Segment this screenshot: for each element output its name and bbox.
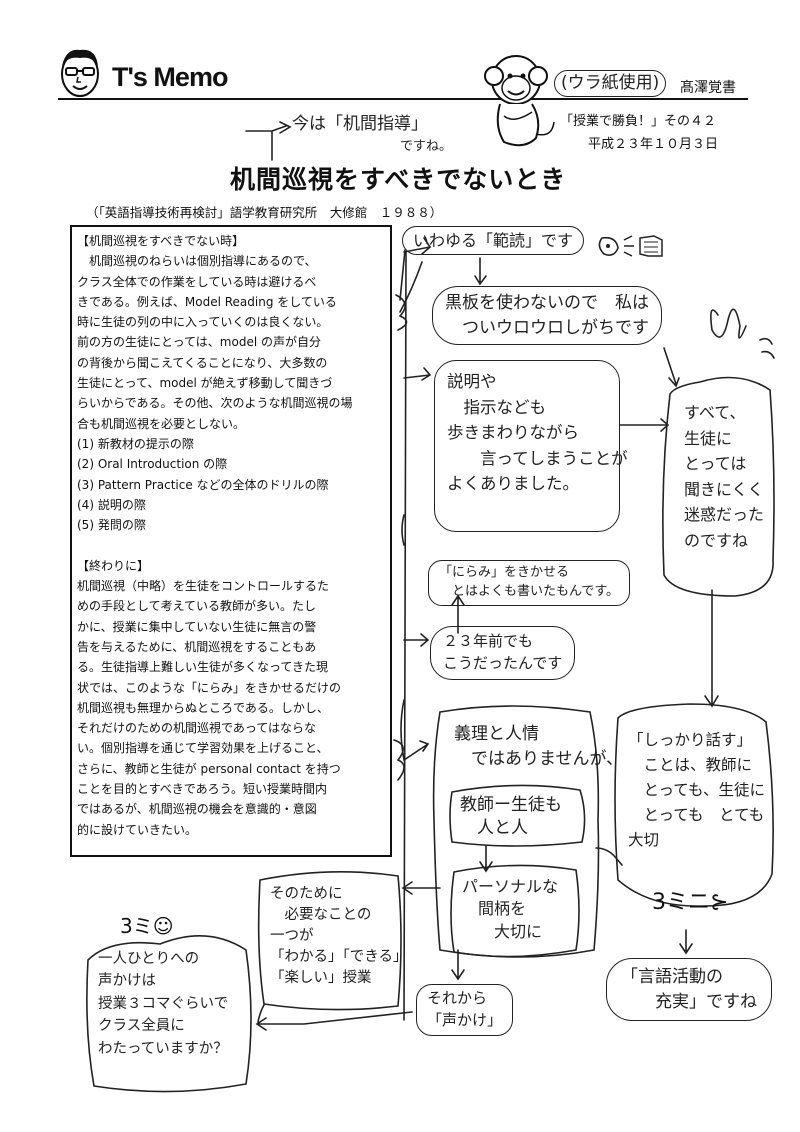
body-line: それだけのための机間巡視であってはならな bbox=[77, 721, 317, 736]
source-citation: （「英語指導技術再検討」語学教育研究所 大修館 １９８８） bbox=[86, 205, 443, 220]
list-item: (3) Pattern Practice などの全体のドリルの際 bbox=[77, 477, 329, 492]
page-title: 机間巡視をすべきでないとき bbox=[230, 165, 567, 194]
section-heading: 【終わりに】 bbox=[77, 558, 150, 573]
speaker-doodle-icon bbox=[594, 228, 668, 262]
note-hanasu: 「しっかり話す」 ことは、教師に とっても、生徒に とっても とても 大切 bbox=[628, 731, 766, 850]
body-line: 机間巡視のねらいは個別指導にあるので、 bbox=[77, 254, 317, 269]
note-giri: 義理と人情 ではありませんが、 bbox=[454, 724, 624, 769]
body-line: めの手段として考えている教師が多い。たし bbox=[77, 599, 317, 614]
date-label: 平成２３年１０月３日 bbox=[588, 137, 719, 152]
smile-doodle-icon: 3ミニ⊱ bbox=[652, 890, 729, 915]
body-line: 机間巡視（中略）を生徒をコントロールするた bbox=[77, 579, 330, 594]
body-line: クラス全体での作業をしている時は避けるべ bbox=[77, 274, 317, 289]
note-hanyomi: いわゆる「範読」です bbox=[402, 226, 585, 256]
smile-doodle-icon: 3ミ☺ bbox=[120, 914, 174, 938]
section-heading: 【机間巡視をすべきでない時】 bbox=[77, 234, 245, 248]
body-line: の背後から聞こえてくることになり、大多数の bbox=[77, 355, 328, 370]
body-line: い。個別指導を通じて学習効果を上げること、 bbox=[77, 741, 329, 756]
header-rule bbox=[58, 98, 748, 100]
body-line: ことを目的とすべきであろう。短い授業時間内 bbox=[77, 782, 327, 797]
body-line: ではあるが、机間巡視の機会を意識的・意図 bbox=[77, 802, 317, 817]
note-sonotame: そのために 必要なことの 一つが 「わかる」「できる」 「楽しい」授業 bbox=[270, 886, 408, 987]
body-line: かに、授業に集中していない生徒に無言の警 bbox=[77, 619, 317, 634]
title-annotation: 今は「机間指導」 bbox=[292, 114, 428, 134]
note-koekake: それから 「声かけ」 bbox=[416, 984, 514, 1036]
scratch-paper-note: (ウラ紙使用) bbox=[554, 70, 667, 97]
body-line: 状では、このような「にらみ」をきかせるだけの bbox=[77, 680, 342, 695]
author-name: 髙澤覚書 bbox=[680, 80, 736, 96]
body-line: る。生徒指導上難しい生徒が多くなってきた現 bbox=[77, 660, 329, 675]
body-line: さらに、教師と生徒が personal contact を持つ bbox=[77, 761, 341, 776]
wandering-path-icon bbox=[708, 292, 709, 293]
list-item: (2) Oral Introduction の際 bbox=[77, 457, 228, 472]
note-nirami: 「にらみ」をきかせる とはよくも書いたもんです。 bbox=[428, 560, 631, 606]
body-line: 時に生徒の列の中に入っていくのは良くない。 bbox=[77, 315, 329, 330]
list-item: (1) 新教材の提示の際 bbox=[77, 436, 194, 451]
note-meiwaku: すべて、 生徒に とっては 聞きにくく 迷惑だった のですね bbox=[684, 403, 765, 550]
body-line: 的に設けていきたい。 bbox=[77, 822, 198, 837]
body-line: 告を与えるために、机間巡視をすることもあ bbox=[77, 639, 317, 654]
note-question: 一人ひとりへの 声かけは 授業３コマぐらいで クラス全員に わたっていますか？ bbox=[98, 951, 229, 1057]
body-line: きである。例えば、Model Reading をしている bbox=[77, 294, 337, 309]
cartoon-face-icon bbox=[56, 44, 104, 100]
note-years: ２３年前でも こうだったんです bbox=[430, 626, 576, 680]
monkey-mascot-icon bbox=[474, 46, 560, 152]
list-item: (5) 発問の際 bbox=[77, 518, 146, 533]
note-explain: 説明や 指示なども 歩きまわりながら 言ってしまうことが よくありました。 bbox=[434, 360, 628, 532]
body-line: 合も机間巡視を必要としない。 bbox=[77, 416, 246, 431]
note-blackboard: 黒板を使わないので 私は ついウロウロしがちです bbox=[432, 286, 662, 346]
article-box: 【机間巡視をすべきでない時】 机間巡視のねらいは個別指導にあるので、 クラス全体… bbox=[70, 225, 392, 857]
note-teacher-student: 教師ー生徒も 人と人 bbox=[460, 795, 562, 838]
note-personal: パーソナルな 間柄を 大切に bbox=[462, 877, 559, 941]
note-gengo: 「言語活動の 充実」ですね bbox=[606, 958, 772, 1022]
series-label: 「授業で勝負！」その４２ bbox=[560, 114, 717, 129]
list-item: (4) 説明の際 bbox=[77, 497, 146, 512]
body-line: 机間巡視も無理からぬところである。しかし、 bbox=[77, 700, 329, 715]
spacer bbox=[77, 535, 385, 555]
body-line: らいからである。その他、次のような机間巡視の場 bbox=[77, 396, 353, 411]
body-line: 前の方の生徒にとっては、model の声が自分 bbox=[77, 335, 321, 350]
memo-logo: T's Memo bbox=[112, 62, 228, 92]
body-line: 生徒にとって、model が絶えず移動して聞きづ bbox=[77, 376, 333, 391]
title-annotation-suffix: ですね。 bbox=[400, 139, 453, 154]
